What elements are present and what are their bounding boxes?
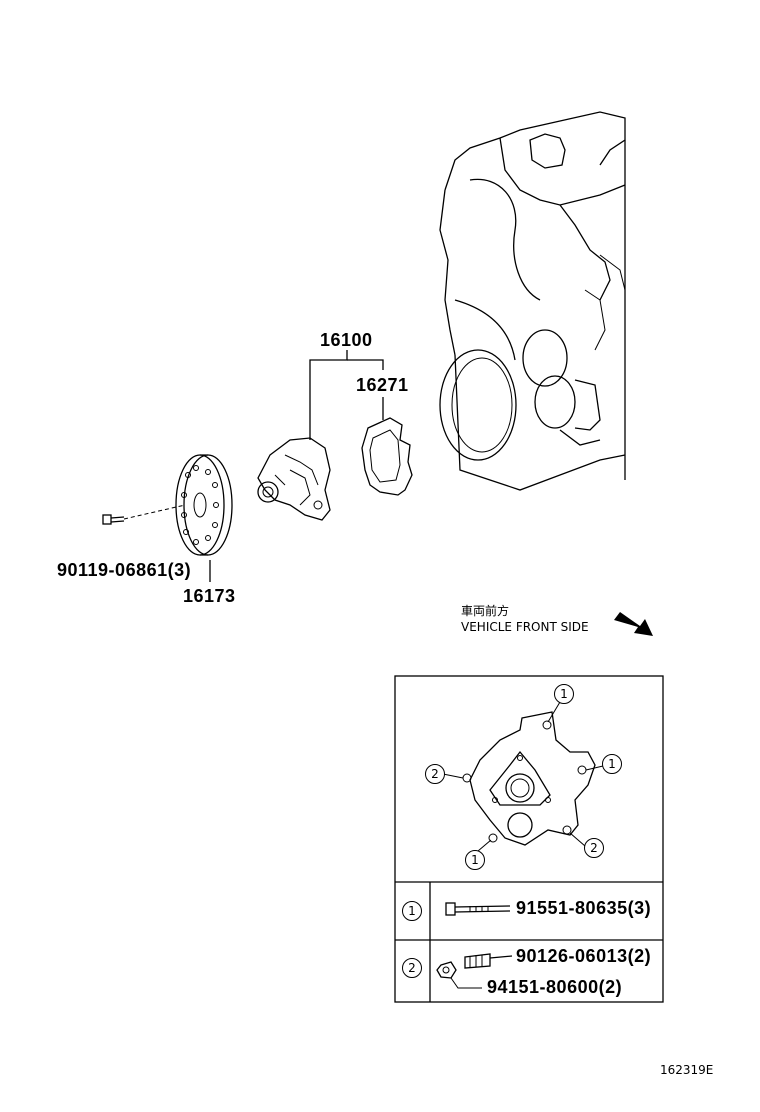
table-ref-1: 1 <box>402 901 422 921</box>
fastener-part-90126: 90126-06013(2) <box>516 946 652 966</box>
part-number-16100: 16100 <box>320 330 373 350</box>
pulley-bolt-illustration <box>102 504 186 525</box>
water-pump-illustration <box>257 437 331 521</box>
direction-label-english: VEHICLE FRONT SIDE <box>461 620 589 634</box>
part-number-16173: 16173 <box>183 586 236 606</box>
table-ref-2: 2 <box>402 958 422 978</box>
part-number-16271: 16271 <box>356 375 409 395</box>
direction-label-japanese: 車両前方 <box>461 604 510 618</box>
detail-pump-illustration <box>442 701 604 852</box>
nut-icon-row2 <box>436 961 482 989</box>
bolt-icon-row1 <box>445 902 511 916</box>
detail-callout-1-top: 1 <box>554 684 574 704</box>
detail-callout-2-right: 2 <box>584 838 604 858</box>
fastener-part-91551: 91551-80635(3) <box>516 898 652 918</box>
detail-box-frame <box>394 675 664 1003</box>
detail-callout-1-bottom: 1 <box>465 850 485 870</box>
gasket-illustration <box>361 417 413 496</box>
pulley-illustration <box>175 454 233 556</box>
part-number-pulley-bolt: 90119-06861(3) <box>57 560 192 580</box>
front-direction-arrow <box>614 612 653 636</box>
fastener-part-94151: 94151-80600(2) <box>487 977 623 997</box>
illustration-id: 162319E <box>660 1063 714 1077</box>
detail-callout-2-left: 2 <box>425 764 445 784</box>
leader-lines <box>209 350 384 582</box>
engine-block-outline <box>439 111 626 491</box>
detail-callout-1-right: 1 <box>602 754 622 774</box>
stud-bolt-icon-row2 <box>464 953 513 969</box>
